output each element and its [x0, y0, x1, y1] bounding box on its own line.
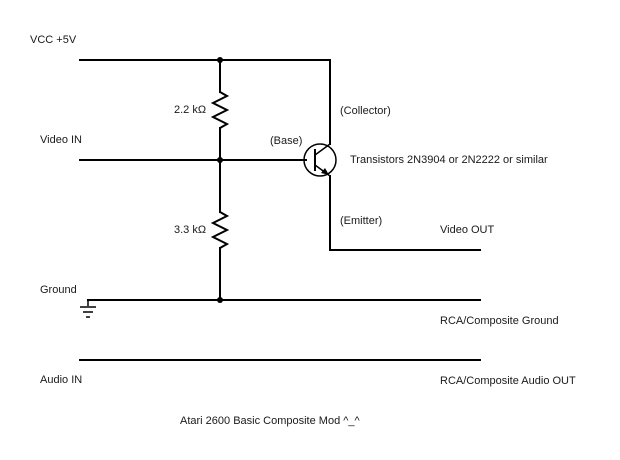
- junction-vcc-r1: [217, 57, 223, 63]
- resistor-r2: [210, 211, 230, 249]
- transistor-note-label: Transistors 2N3904 or 2N2222 or similar: [350, 154, 548, 166]
- rca-ground-label: RCA/Composite Ground: [440, 315, 559, 327]
- r2-value-label: 3.3 kΩ: [174, 224, 207, 236]
- transistor-collector-leg: [314, 143, 331, 156]
- video-in-label: Video IN: [40, 134, 82, 146]
- npn-transistor: [303, 143, 337, 177]
- video-out-label: Video OUT: [440, 224, 495, 236]
- audio-in-label: Audio IN: [40, 374, 83, 386]
- junction-ground-r2: [217, 297, 223, 303]
- base-label: (Base): [270, 135, 303, 147]
- resistor-r1: [210, 91, 230, 129]
- junction-base: [217, 157, 223, 163]
- ground-symbol-icon: [80, 300, 96, 318]
- rca-audio-out-label: RCA/Composite Audio OUT: [440, 375, 576, 387]
- vcc-label: VCC +5V: [30, 34, 77, 46]
- r1-value-label: 2.2 kΩ: [174, 104, 207, 116]
- collector-label: (Collector): [340, 105, 391, 117]
- emitter-label: (Emitter): [340, 215, 383, 227]
- transistor-body: [303, 143, 337, 177]
- ground-label: Ground: [40, 284, 77, 296]
- emitter-arrow: [321, 168, 329, 175]
- diagram-caption: Atari 2600 Basic Composite Mod ^_^: [180, 415, 360, 427]
